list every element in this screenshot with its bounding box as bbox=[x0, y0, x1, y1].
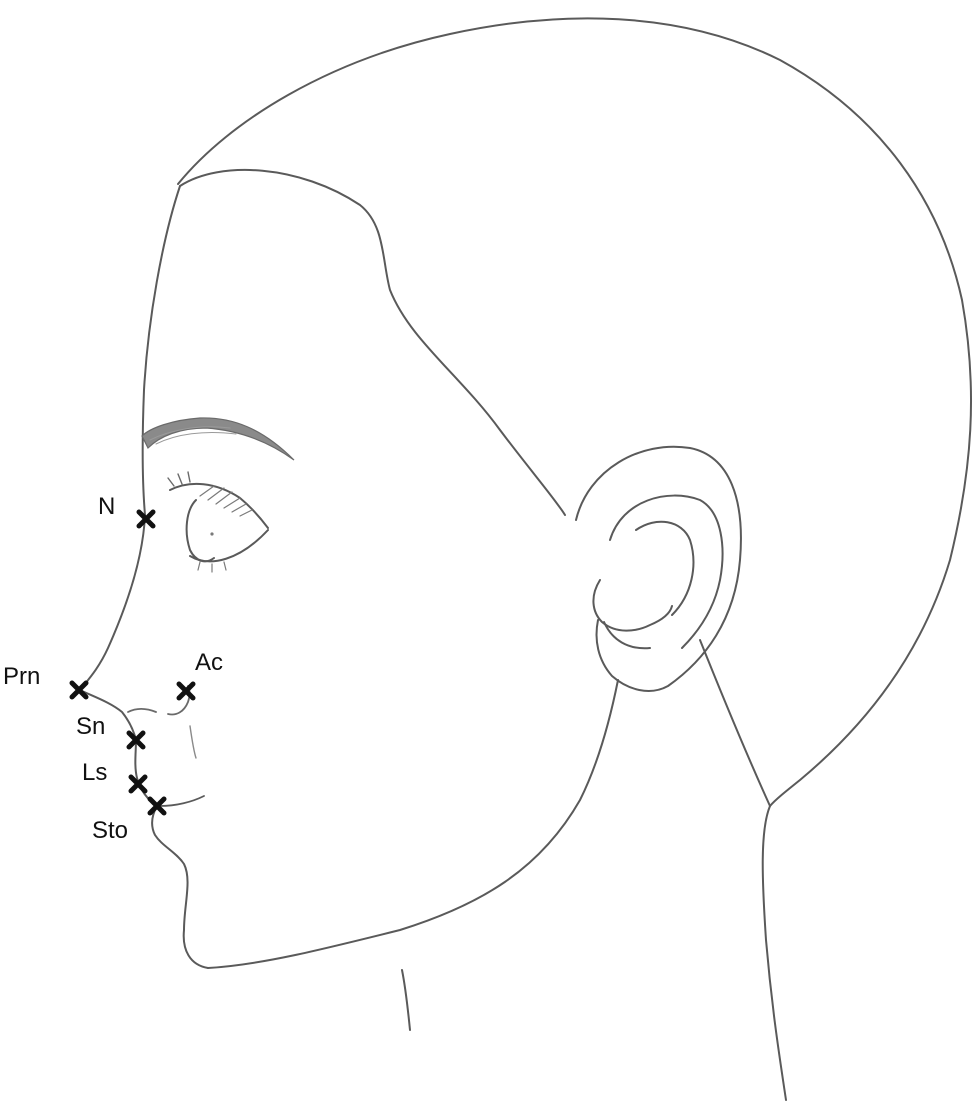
landmark-marker-prn bbox=[72, 683, 86, 697]
eye-lower-lid bbox=[190, 530, 268, 561]
landmark-label-n: N bbox=[98, 493, 115, 520]
skull-outline bbox=[178, 18, 971, 806]
eye-iris bbox=[187, 500, 214, 561]
landmark-label-ac: Ac bbox=[195, 649, 223, 676]
nostril bbox=[128, 709, 156, 712]
forehead-nose-profile bbox=[80, 186, 180, 690]
landmark-marker-n bbox=[139, 512, 153, 526]
ear-antihelix bbox=[636, 522, 693, 615]
eye-lower-lashes bbox=[198, 562, 226, 572]
landmark-label-ls: Ls bbox=[82, 759, 107, 786]
ear-outer bbox=[576, 447, 741, 691]
landmark-label-sn: Sn bbox=[76, 713, 105, 740]
neck-side-line bbox=[700, 640, 770, 806]
upper-lip bbox=[135, 740, 157, 806]
neck-front-line bbox=[402, 970, 410, 1030]
landmark-label-prn: Prn bbox=[3, 663, 40, 690]
hairline bbox=[180, 170, 565, 515]
cheek-line bbox=[190, 726, 196, 758]
landmark-marker-ac bbox=[179, 684, 193, 698]
jaw-line bbox=[208, 680, 618, 968]
landmark-label-sto: Sto bbox=[92, 817, 128, 844]
mouth-corner bbox=[160, 796, 204, 806]
neck-back-line bbox=[763, 806, 786, 1100]
ear-inner-helix bbox=[610, 496, 723, 648]
lower-lip-chin bbox=[152, 806, 208, 968]
eyebrow bbox=[142, 418, 294, 460]
eye-pupil bbox=[210, 532, 213, 535]
eye-upper-lid bbox=[170, 484, 268, 528]
ear-lobe bbox=[604, 622, 650, 648]
